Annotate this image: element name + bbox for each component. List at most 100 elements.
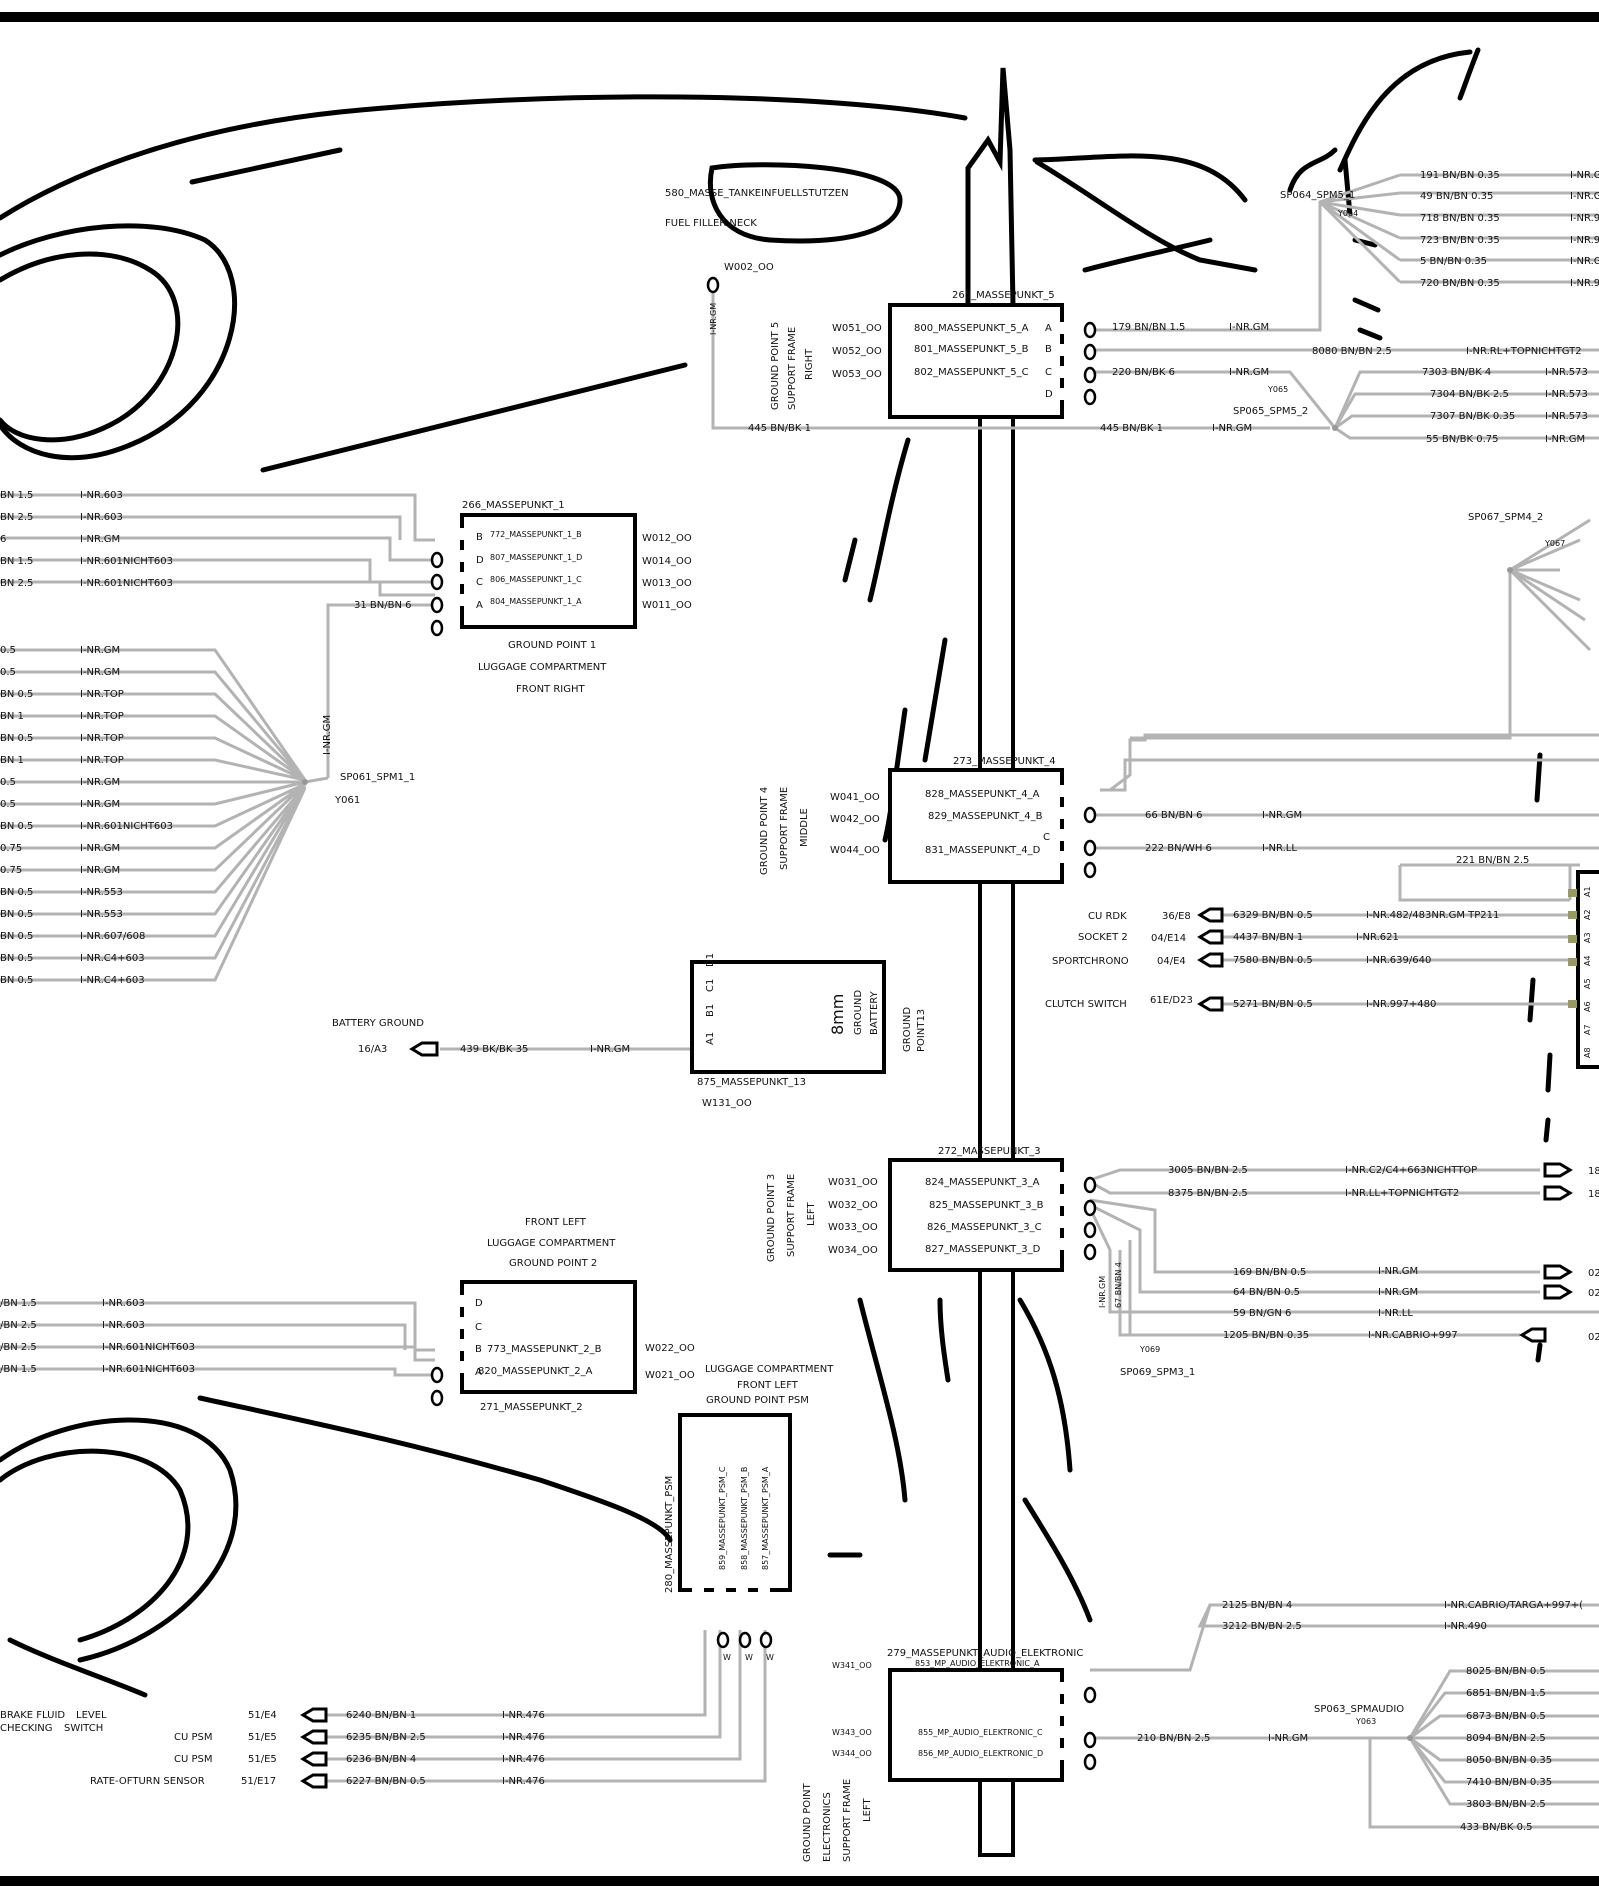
- wire-label: 1205 BN/BN 0.35: [1223, 1330, 1309, 1341]
- wire-end: 18: [1588, 1166, 1599, 1177]
- sp067-label: SP067_SPM4_2: [1468, 512, 1543, 523]
- gp13-side-label: GROUND: [902, 1007, 913, 1052]
- gp5-wire-code: W052_OO: [832, 346, 882, 357]
- psm-pin: 858_MASSEPUNKT_PSM_B: [740, 1467, 749, 1570]
- wire-nr: I-NR.GM: [1229, 322, 1269, 333]
- wire-nr: I-NR.GM: [1268, 1733, 1308, 1744]
- wire-nr: I-NR.C4+603: [80, 975, 145, 986]
- audio-side-label: ELECTRONICS: [822, 1792, 833, 1862]
- wire-label: 445 BN/BK 1: [748, 423, 811, 434]
- y064-label: Y064: [1337, 209, 1358, 218]
- bottom-border: [0, 1876, 1599, 1886]
- wire-nr: I-NR.GM: [80, 534, 120, 545]
- gp1-pin: 806_MASSEPUNKT_1_C: [490, 575, 582, 584]
- gp1-wire-code: W014_OO: [642, 556, 692, 567]
- wire-nr: I-NR.C2/C4+663NICHTTOP: [1345, 1165, 1477, 1176]
- gp1-wire-code: W013_OO: [642, 578, 692, 589]
- gp1-letter: C: [476, 577, 483, 588]
- device-label: RATE-OFTURN SENSOR: [90, 1776, 205, 1787]
- splice-points: [302, 425, 1513, 1741]
- wire-end: 02: [1588, 1332, 1599, 1343]
- psm-wire-tag: W: [745, 1653, 753, 1662]
- wire-nr: I-NR.482/483NR.GM TP211: [1366, 910, 1499, 921]
- ground-point-psm[interactable]: LUGGAGE COMPARTMENT FRONT LEFT GROUND PO…: [664, 1364, 834, 1662]
- gp2-wire-code: W021_OO: [645, 1370, 695, 1381]
- wire-nr: I-NR.GM: [80, 777, 120, 788]
- gp3-wire-code: W031_OO: [828, 1177, 878, 1188]
- wire-label: 59 BN/GN 6: [1233, 1308, 1291, 1319]
- gp13-title: 875_MASSEPUNKT_13: [697, 1077, 806, 1088]
- audio-wire-code: W344_OO: [832, 1749, 872, 1758]
- ground-point-4[interactable]: 273_MASSEPUNKT_4 828_MASSEPUNKT_4_A 829_…: [759, 756, 1064, 884]
- wire-nr: I-NR.476: [502, 1732, 545, 1743]
- ground-point-1[interactable]: 266_MASSEPUNKT_1 B D C A 772_MASSEPUNKT_…: [460, 500, 692, 695]
- pin-label: 04/E14: [1151, 933, 1186, 944]
- wire-label: 6873 BN/BN 0.5: [1466, 1711, 1546, 1722]
- wire-nr: I-NR.573: [1545, 367, 1588, 378]
- gp5-side-label: RIGHT: [804, 348, 815, 380]
- wire-label: 6329 BN/BN 0.5: [1233, 910, 1313, 921]
- gp2-caption: LUGGAGE COMPARTMENT: [487, 1238, 616, 1249]
- gp13-inner-label: GROUND: [853, 990, 864, 1035]
- top-right-wire-labels: 191 BN/BN 0.35 I-NR.G 49 BN/BN 0.35 I-NR…: [1420, 170, 1599, 289]
- gp1-wire-code: W011_OO: [642, 600, 692, 611]
- wire-label: BN 1.5: [0, 490, 33, 501]
- sp065-wire-labels: 7303 BN/BK 4 I-NR.573 7304 BN/BK 2.5 I-N…: [1422, 367, 1588, 445]
- wire-nr: I-NR.601NICHT603: [80, 821, 173, 832]
- wire-label: 179 BN/BN 1.5: [1112, 322, 1185, 333]
- gp13-side-label: POINT13: [916, 1009, 927, 1052]
- gp2-title: 271_MASSEPUNKT_2: [480, 1402, 583, 1413]
- wire-label: BN 0.5: [0, 909, 33, 920]
- wire-label: BN 0.5: [0, 821, 33, 832]
- wire-nr: I-NR.GM: [80, 645, 120, 656]
- wire-nr: I-NR.TOP: [80, 711, 124, 722]
- sp061-label: SP061_SPM1_1: [340, 772, 415, 783]
- control-unit-connector[interactable]: A1 A2 A3 A4 A5 A6 A7 A8: [1568, 870, 1599, 1069]
- gp5-wire-code: W051_OO: [832, 323, 882, 334]
- gp4-pin: 829_MASSEPUNKT_4_B: [928, 811, 1043, 822]
- connector-terminals: [300, 907, 1573, 1789]
- gp5-letter: D: [1045, 389, 1053, 400]
- sp069-label: SP069_SPM3_1: [1120, 1367, 1195, 1378]
- wire-label: BN 1.5: [0, 556, 33, 567]
- wire-label: 6235 BN/BN 2.5: [346, 1732, 426, 1743]
- brake-fluid-label: LEVEL: [76, 1710, 107, 1721]
- wire-label: BN 2.5: [0, 578, 33, 589]
- gp13-pin: C1: [705, 979, 716, 992]
- connector-pin-label: A1: [1583, 886, 1592, 897]
- gp13-wire-code: W131_OO: [702, 1098, 752, 1109]
- w002-nr: I-NR.GM: [709, 303, 718, 335]
- gp13-pin: D1: [705, 953, 716, 967]
- ground-point-3[interactable]: 272_MASSEPUNKT_3 824_MASSEPUNKT_3_A 825_…: [766, 1146, 1123, 1308]
- ground-point-2[interactable]: 271_MASSEPUNKT_2 FRONT LEFT LUGGAGE COMP…: [460, 1217, 695, 1413]
- gp3-side-label: SUPPORT FRAME: [786, 1174, 797, 1257]
- wire-nr: I-NR.G: [1570, 170, 1599, 181]
- sp063-wire-labels: 8025 BN/BN 0.5 6851 BN/BN 1.5 6873 BN/BN…: [1460, 1666, 1552, 1833]
- block-dashes: [459, 322, 1065, 1770]
- brake-fluid-label: CHECKING: [0, 1723, 53, 1734]
- wire-label: 7307 BN/BK 0.35: [1430, 411, 1515, 422]
- wire-nr: I-NR.TOP: [80, 689, 124, 700]
- wire-label: 8375 BN/BN 2.5: [1168, 1188, 1248, 1199]
- device-label: SOCKET 2: [1078, 932, 1128, 943]
- gp3-pin: 827_MASSEPUNKT_3_D: [925, 1244, 1041, 1255]
- ground-point-5[interactable]: 265_MASSEPUNKT_5 800_MASSEPUNKT_5_A 801_…: [770, 290, 1064, 419]
- wire-nr: I-NR.603: [80, 490, 123, 501]
- pin-label: 61E/D23: [1150, 995, 1193, 1006]
- gp4-pin: 828_MASSEPUNKT_4_A: [925, 789, 1040, 800]
- psm-caption: LUGGAGE COMPARTMENT: [705, 1364, 834, 1375]
- wire-nr: I-NR.TOP: [80, 733, 124, 744]
- audio-side-label: GROUND POINT: [802, 1782, 813, 1862]
- ground-point-13[interactable]: 875_MASSEPUNKT_13 W131_OO A1 B1 C1 D1 8m…: [690, 953, 927, 1109]
- ground-point-audio[interactable]: 279_MASSEPUNKT_AUDIO_ELEKTRONIC 853_MP_A…: [802, 1648, 1083, 1862]
- y061-label: Y061: [334, 795, 360, 806]
- wire-label: 8080 BN/BN 2.5: [1312, 346, 1392, 357]
- wire-nr: I-NR.573: [1545, 389, 1588, 400]
- wire-label: 0.75: [0, 865, 22, 876]
- wire-label: 7580 BN/BN 0.5: [1233, 955, 1313, 966]
- vehicle-outline: [0, 47, 1553, 1698]
- gp4-letter-c: C: [1043, 832, 1050, 843]
- wire-nr: I-NR.573: [1545, 411, 1588, 422]
- wire-label: BN 2.5: [0, 512, 33, 523]
